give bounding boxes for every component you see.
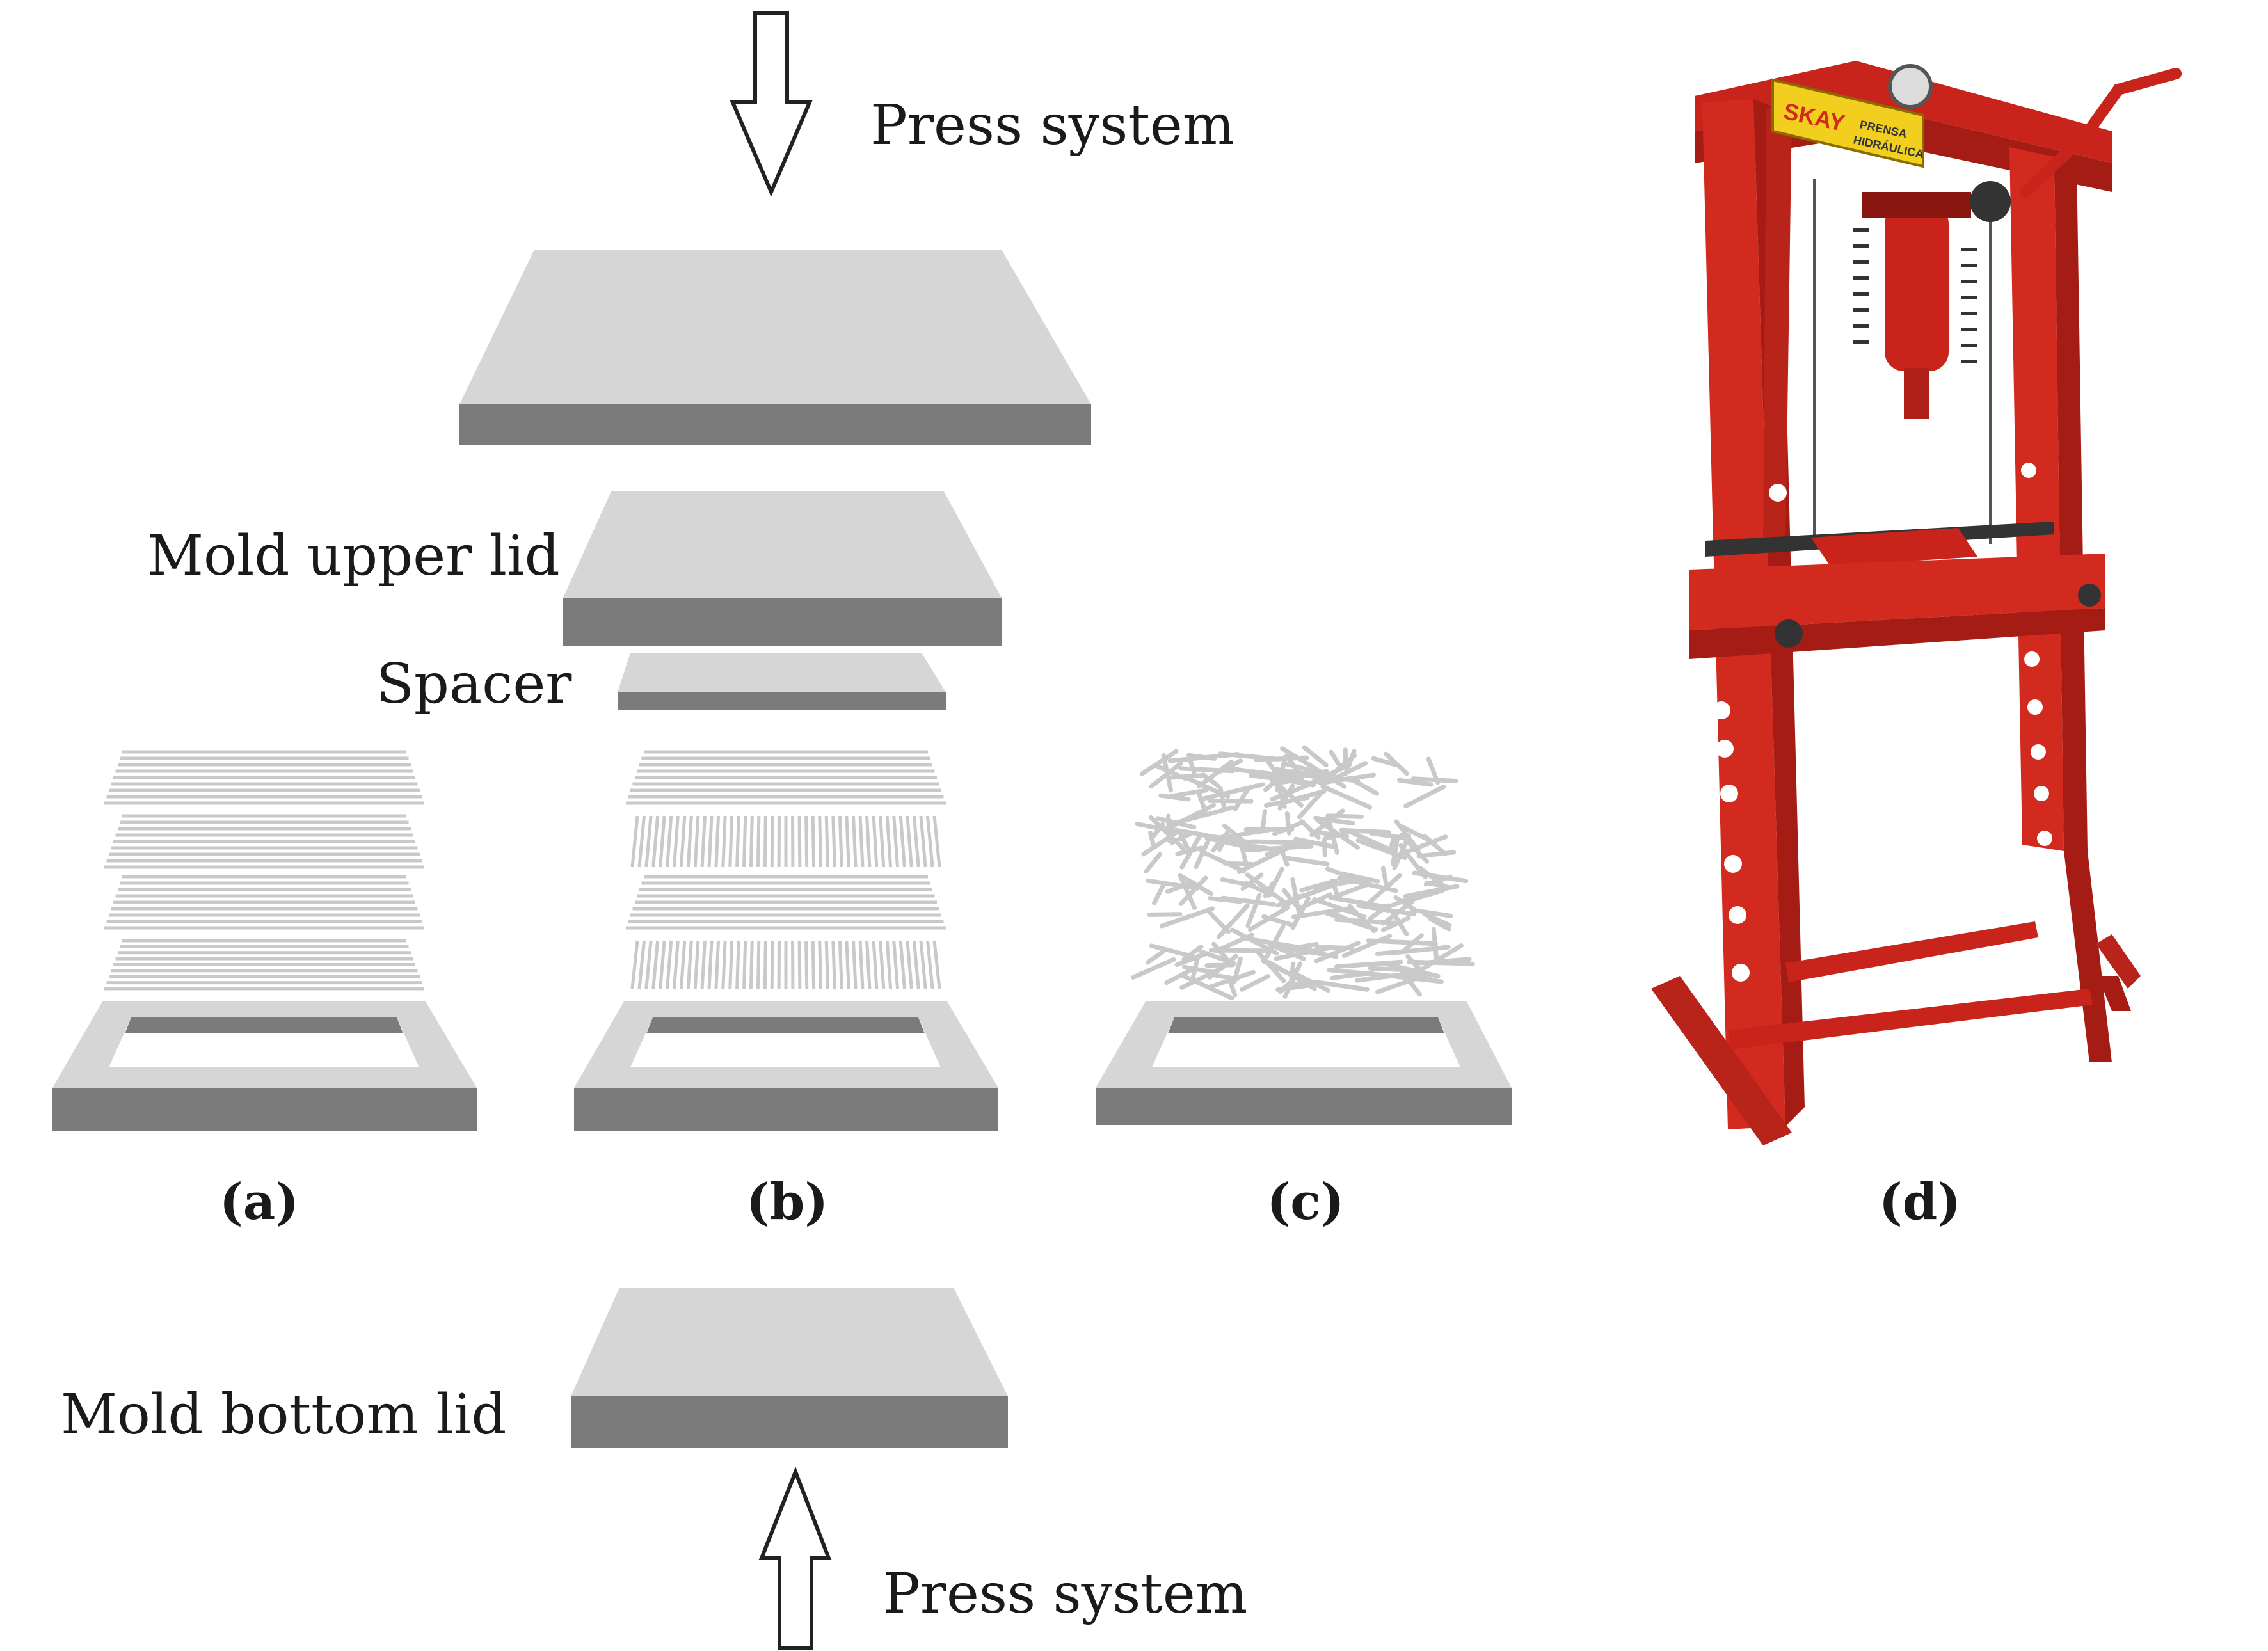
mold-frame-b: [574, 1001, 998, 1131]
press-arrow-up-icon: [758, 1466, 832, 1650]
fiber-stack-a-unidirectional: [104, 750, 424, 991]
press-system-bottom-label: Press system: [883, 1562, 1247, 1626]
fiber-layer-c-2: [1135, 802, 1457, 880]
hydraulic-press-photo: SKAY PRENSA HIDRÁULICA: [1651, 61, 2182, 1145]
fiber-stack-c-random-mat: [1131, 745, 1475, 1001]
fiber-stack-b-cross-ply: [626, 750, 946, 989]
mold-upper-lid-label: Mold upper lid: [147, 524, 560, 588]
spacer: [618, 653, 946, 710]
press-system-top-label: Press system: [870, 93, 1234, 157]
fiber-layer-c-4: [1131, 923, 1475, 1001]
mold-bottom-lid: [571, 1288, 1008, 1448]
panel-label-c: (c): [1266, 1173, 1344, 1231]
fiber-layer-b-4: [630, 940, 941, 989]
panel-label-d: (d): [1879, 1173, 1961, 1231]
panel-label-b: (b): [746, 1173, 828, 1231]
mold-bottom-lid-label: Mold bottom lid: [61, 1383, 506, 1447]
panel-label-a: (a): [220, 1173, 299, 1231]
press-arrow-down-icon: [730, 11, 813, 197]
fiber-layer-a-4: [104, 939, 424, 991]
fiber-layer-b-1: [626, 750, 946, 805]
spacer-label: Spacer: [376, 652, 572, 716]
fiber-layer-c-3: [1146, 866, 1469, 939]
fiber-layer-a-3: [104, 875, 424, 930]
mold-frame-c: [798, 1001, 1512, 1125]
fiber-layer-c-1: [1139, 745, 1458, 820]
fiber-layer-a-1: [104, 750, 424, 805]
fiber-layer-b-2: [630, 815, 941, 868]
fiber-layer-b-3: [626, 875, 946, 930]
mold-frame-a: [52, 1001, 477, 1131]
press-plate: [459, 250, 1091, 445]
fiber-layer-a-2: [104, 814, 424, 869]
mold-upper-lid: [563, 491, 1002, 646]
